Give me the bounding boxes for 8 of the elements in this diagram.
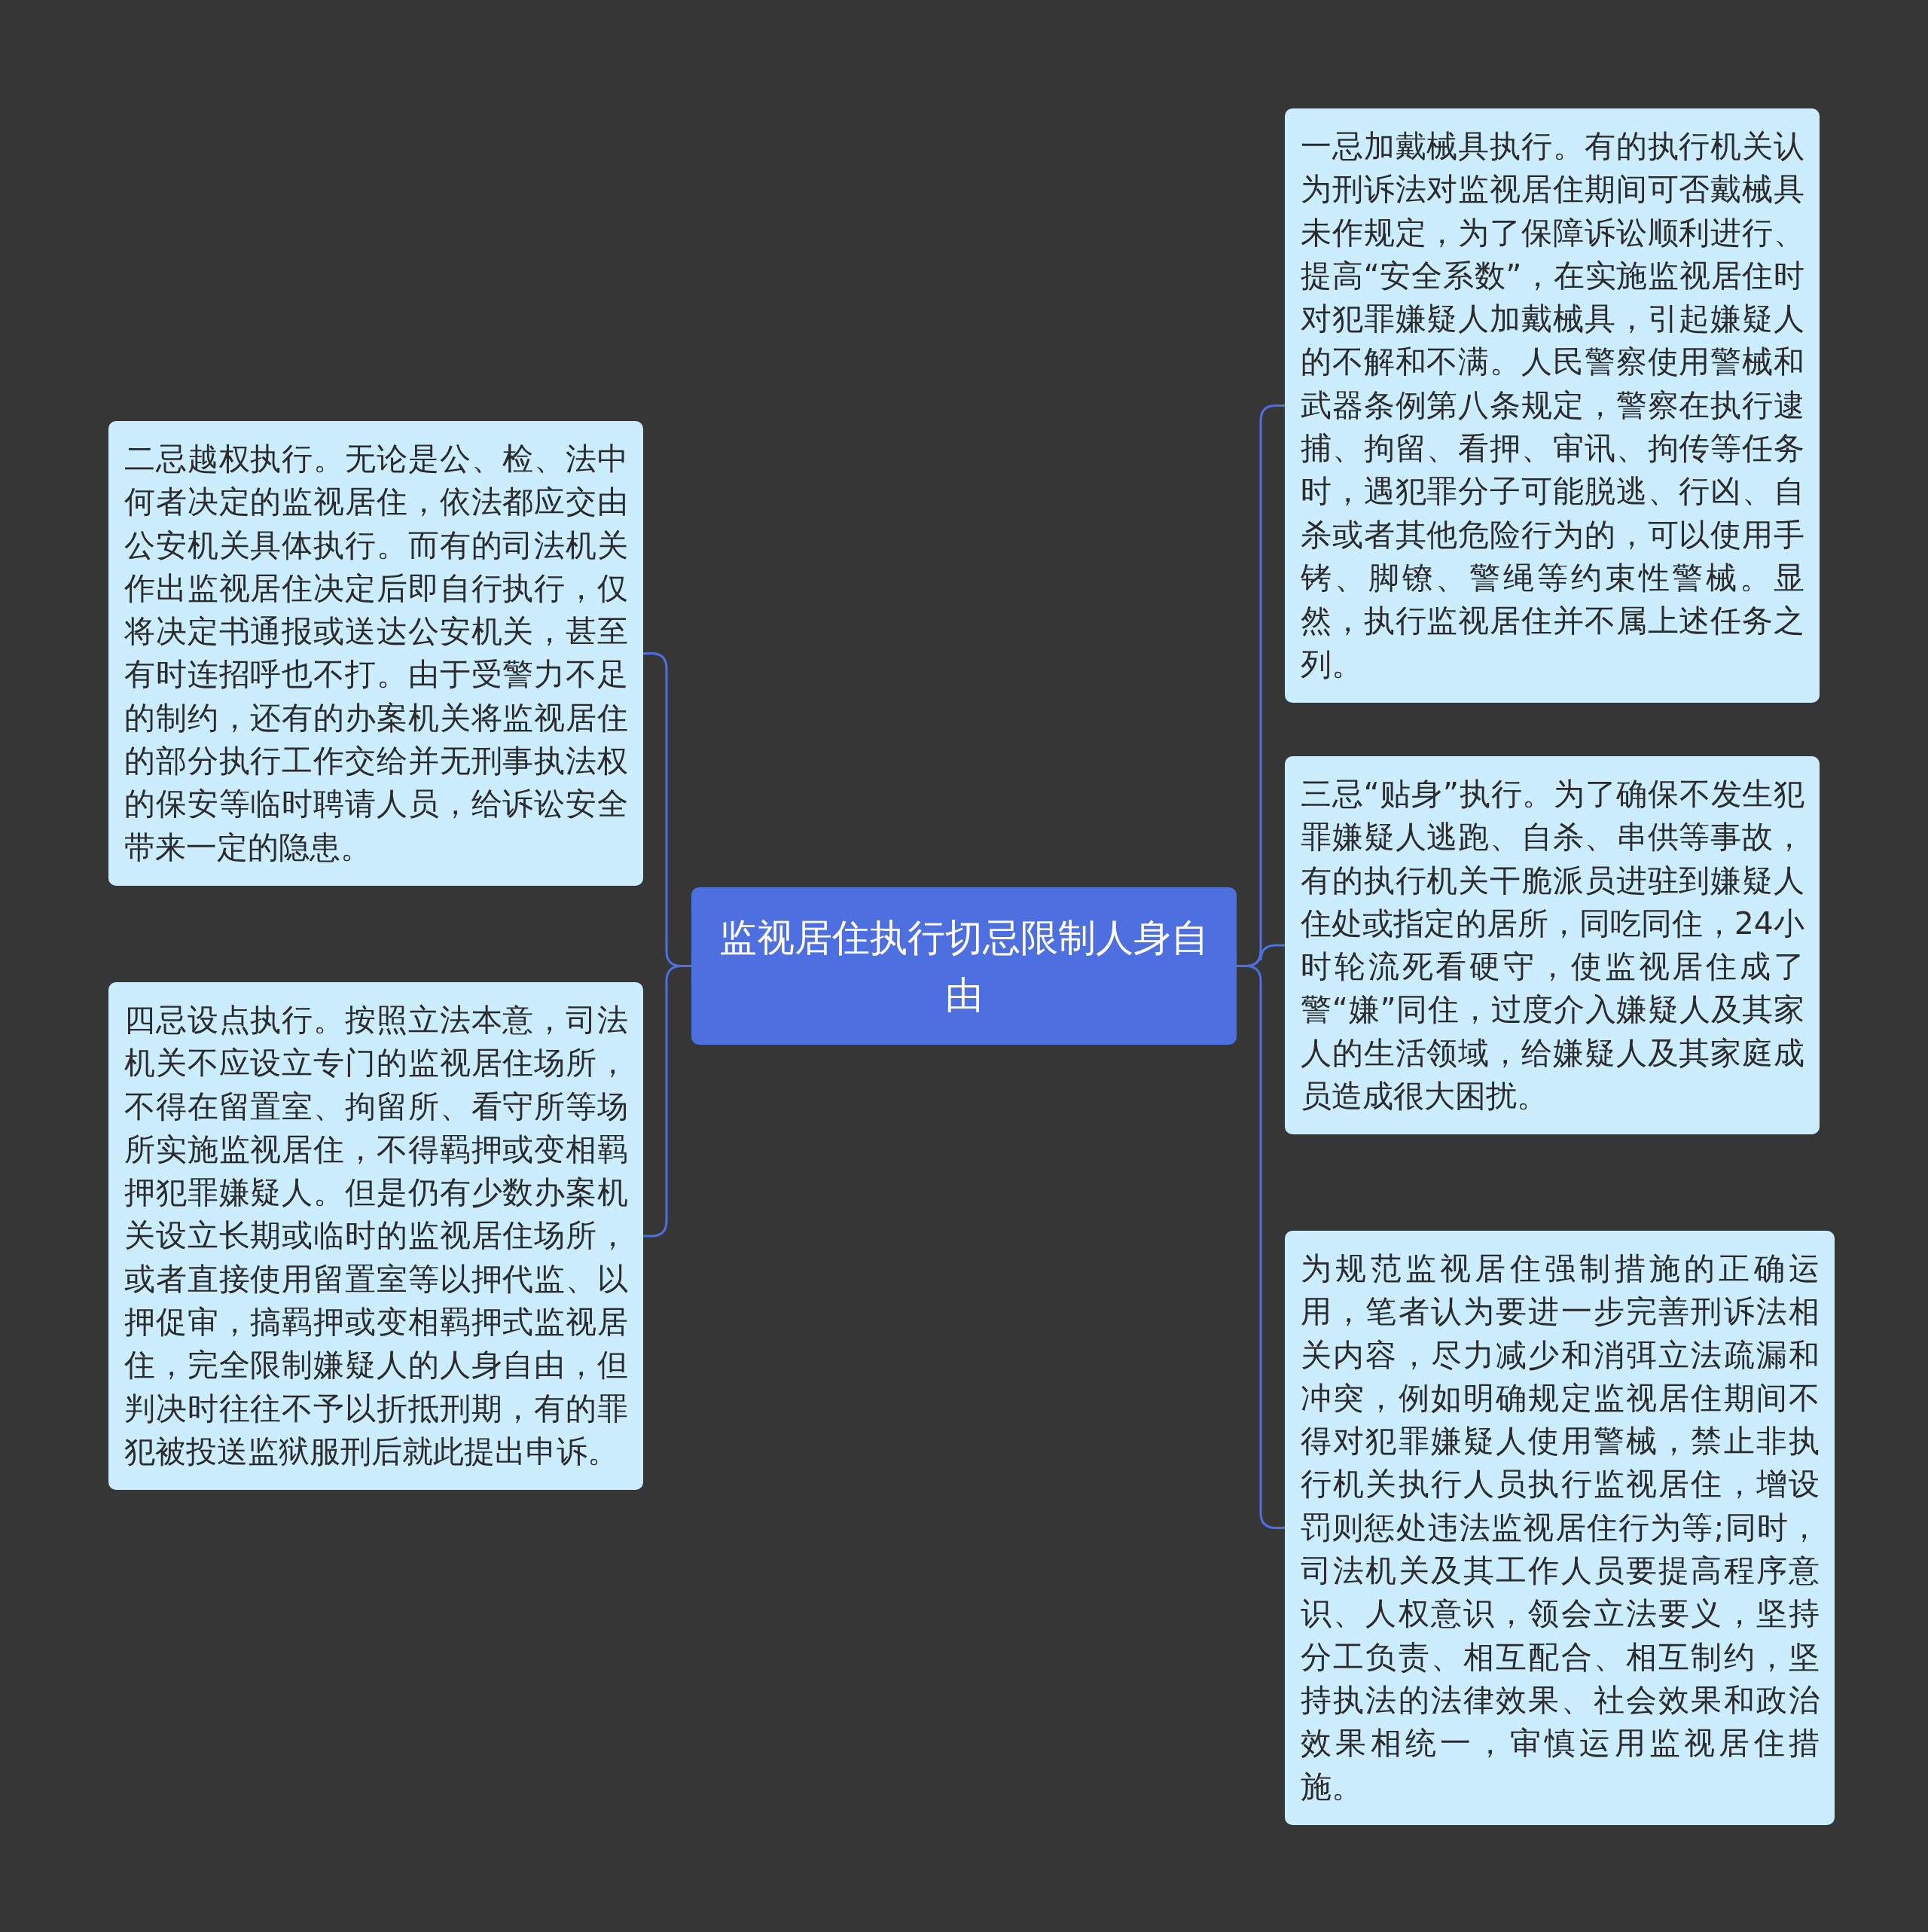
topic-text: 三忌“贴身”执行。为了确保不发生犯罪嫌疑人逃跑、自杀、串供等事故，有的执行机关干脆派员进驻到嫌疑人住处或指定的居所，同吃同住，24小时轮流死看硬守，使监视居住成了警“嫌”同住，过度介入嫌疑人及其家人的生活领域，给嫌疑人及其家庭成员造成很大困扰。 [1301, 775, 1804, 1116]
central-topic-box [691, 887, 1237, 1045]
topic-text: 四忌设点执行。按照立法本意，司法机关不应设立专门的监视居住场所，不得在留置室、拘留所、看守所等场所实施监视居住，不得羁押或变相羁押犯罪嫌疑人。但是仍有少数办案机关设立长期或临时的监视居住场所，或者直接使用留置室等以押代监、以押促审，搞羁押或变相羁押式监视居住，完全限制嫌疑人的人身自由，但判决时往往不予以折抵刑期，有的罪犯被投送监狱服刑后就此提出申诉。 [124, 1001, 628, 1471]
topic-text: 二忌越权执行。无论是公、检、法中何者决定的监视居住，依法都应交由公安机关具体执行。而有的司法机关作出监视居住决定后即自行执行，仅将决定书通报或送达公安机关，甚至有时连招呼也不打。由于受警力不足的制约，还有的办案机关将监视居住的部分执行工作交给并无刑事执法权的保安等临时聘请人员，给诉讼安全带来一定的隐患。 [124, 440, 628, 867]
central-topic-text: 监视居住执行切忌限制人身自由 [718, 914, 1210, 1018]
topic-text: 为规范监视居住强制措施的正确运用，笔者认为要进一步完善刑诉法相关内容，尽力减少和消弭立法疏漏和冲突，例如明确规定监视居住期间不得对犯罪嫌疑人使用警械，禁止非执行机关执行人员执行监视居住，增设罚则惩处违法监视居住行为等;同时，司法机关及其工作人员要提高程序意识、人权意识，领会立法要义，坚持分工负责、相互配合、相互制约，坚持执法的法律效果、社会效果和政治效果相统一，审慎运用监视居住措施。 [1301, 1250, 1820, 1806]
topic-box [1285, 756, 1820, 1135]
topic-text: 一忌加戴械具执行。有的执行机关认为刑诉法对监视居住期间可否戴械具未作规定，为了保障诉讼顺利进行、提高“安全系数”，在实施监视居住时对犯罪嫌疑人加戴械具，引起嫌疑人的不解和不满。人民警察使用警械和武器条例第八条规定，警察在执行逮捕、拘留、看押、审讯、拘传等任务时，遇犯罪分子可能脱逃、行凶、自杀或者其他危险行为的，可以使用手铐、脚镣、警绳等约束性警械。显然，执行监视居住并不属上述任务之列。 [1301, 127, 1804, 684]
